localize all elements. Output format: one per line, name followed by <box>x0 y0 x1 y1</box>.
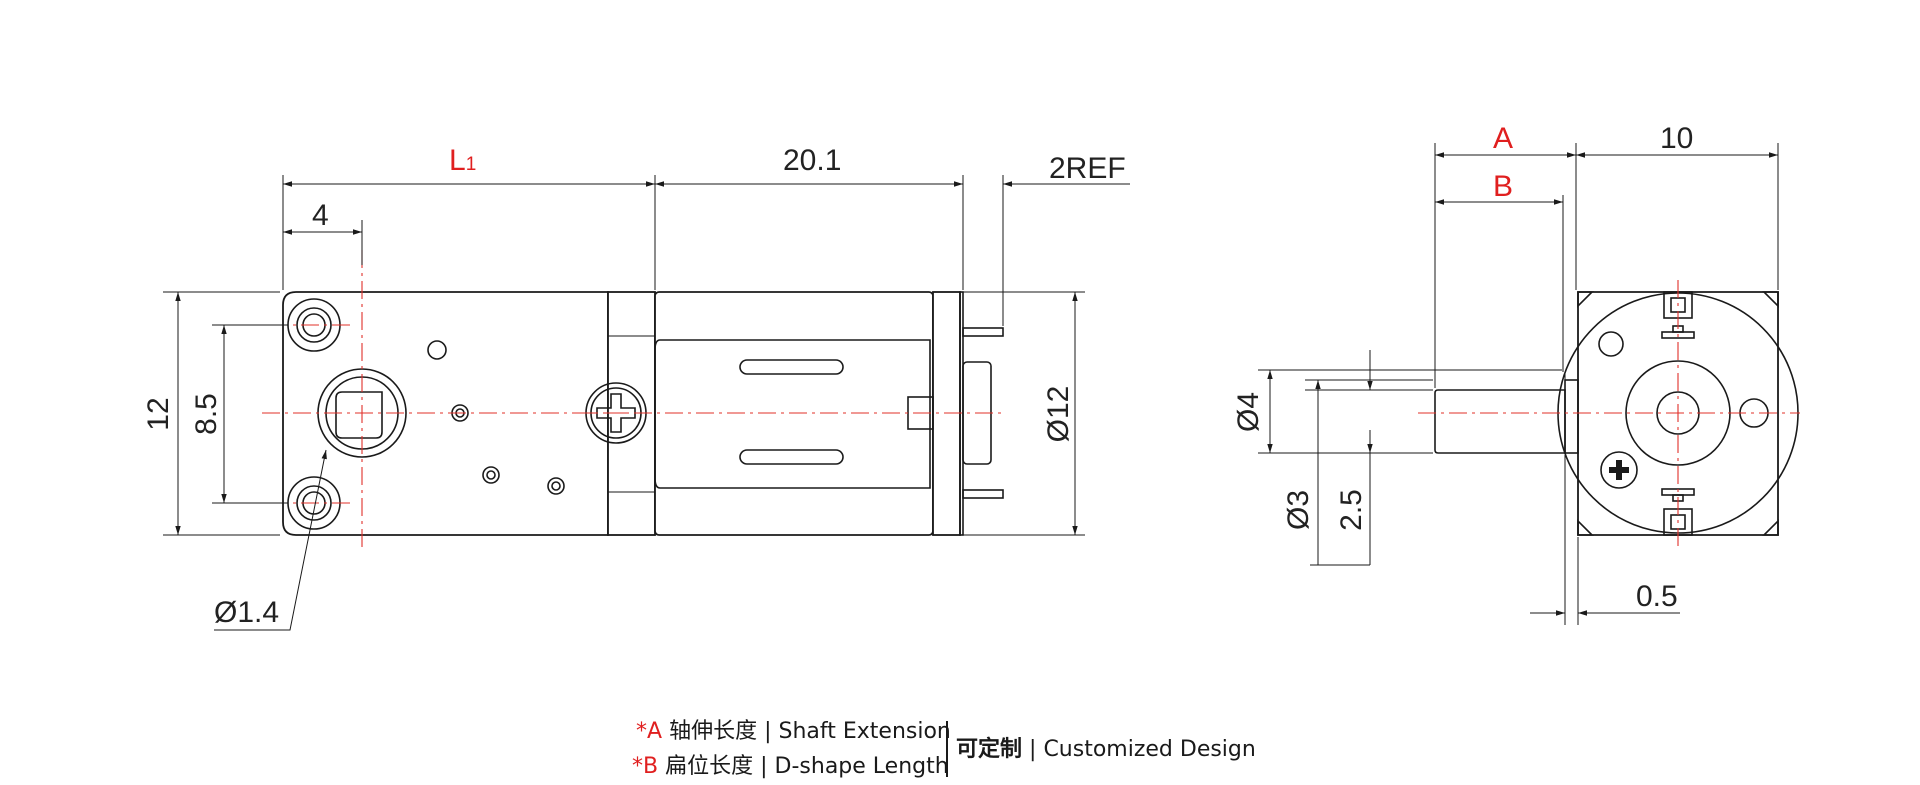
side-view: A B 10 Ø4 Ø3 2.5 0.5 <box>1232 122 1800 625</box>
dim-flange: 0.5 <box>1636 580 1678 613</box>
gearbox-body <box>282 291 609 536</box>
legend-custom: 可定制 | Customized Design <box>956 731 1256 763</box>
legend-a-en: Shaft Extension <box>778 719 951 744</box>
legend-custom-sep: | <box>1029 737 1037 762</box>
terminal-bottom <box>962 489 1004 499</box>
legend-a-mark: *A <box>636 719 663 744</box>
dim-ref: 2REF <box>1049 152 1126 185</box>
dim-motor-dia: Ø12 <box>1042 386 1075 443</box>
legend-custom-cn: 可定制 <box>956 737 1023 762</box>
legend-a-cn: 轴伸长度 <box>669 719 758 744</box>
dim-flat-height: 2.5 <box>1335 489 1368 531</box>
side-screw <box>1600 451 1638 489</box>
terminal-top <box>962 327 1004 337</box>
dim-d-flat: Ø3 <box>1282 490 1315 530</box>
dim-shaft-dia: Ø4 <box>1232 392 1265 432</box>
legend-b-mark: *B <box>632 754 659 779</box>
legend-custom-en: Customized Design <box>1043 737 1256 762</box>
motor-slot-top <box>739 359 844 375</box>
shaft-flange <box>1564 379 1579 454</box>
dim-gear-length: 20.1 <box>783 144 841 177</box>
legend-b-cn: 扁位长度 <box>665 754 754 779</box>
dim-l1: L1 <box>449 144 476 177</box>
front-view: L1 20.1 2REF 4 12 8.5 Ø1.4 Ø12 <box>142 144 1130 631</box>
shaft <box>1434 389 1566 454</box>
motor-slot-bottom <box>739 449 844 465</box>
legend-row-b: *B 扁位长度 | D-shape Length <box>632 748 949 780</box>
dim-side-width: 10 <box>1660 122 1693 155</box>
dim-a: A <box>1493 122 1513 155</box>
dim-height: 12 <box>142 397 175 430</box>
dim-b: B <box>1493 170 1513 203</box>
legend-b-en: D-shape Length <box>774 754 949 779</box>
legend-row-a: *A 轴伸长度 | Shaft Extension <box>636 713 951 745</box>
legend-divider <box>946 721 948 777</box>
dim-hole-offset: 4 <box>312 199 329 232</box>
legend-a-sep: | <box>764 719 772 744</box>
legend-b-sep: | <box>760 754 768 779</box>
dim-hole-dia: Ø1.4 <box>214 596 279 629</box>
dim-hole-spacing: 8.5 <box>190 393 223 435</box>
